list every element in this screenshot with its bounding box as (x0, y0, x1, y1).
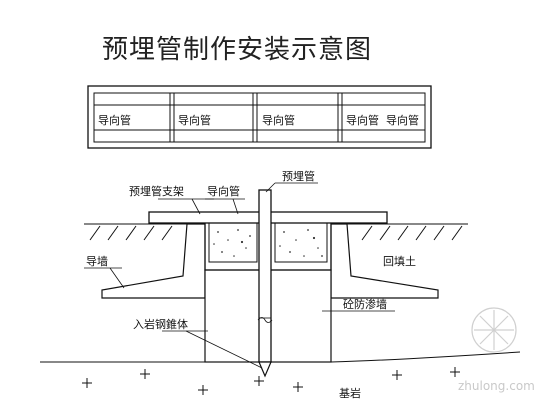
embedded-pipe (258, 189, 272, 363)
bedrock-line-right (330, 351, 521, 363)
concrete-fill-right (274, 221, 328, 263)
ground-hatching (89, 225, 463, 241)
label-pipe-support: 预埋管支架 (129, 184, 184, 198)
plan-inner-frame (93, 92, 426, 143)
diagram-title: 预埋管制作安装示意图 (102, 35, 372, 65)
label-guide-wall: 导墙 (86, 254, 108, 268)
watermark (471, 307, 517, 353)
label-rock-anchor: 入岩钢錐体 (133, 317, 188, 331)
plan-outer-frame (87, 85, 432, 149)
section-labels: 预埋管支架 导向管 预埋管 导墙 回填土 砼防渗墙 入岩钢錐体 基岩 (86, 169, 416, 400)
plan-guide-pipe-label: 导向管 (178, 113, 211, 127)
plan-guide-pipe-label: 导向管 (98, 113, 131, 127)
label-embedded-pipe: 预埋管 (282, 169, 315, 183)
plan-view (87, 85, 432, 149)
plan-guide-pipe-label: 导向管 (346, 113, 379, 127)
plan-guide-pipe-label: 导向管 (262, 113, 295, 127)
embedded-pipe-break-mark (257, 317, 273, 323)
plan-labels: 导向管 导向管 导向管 导向管 导向管 (98, 113, 419, 127)
label-backfill: 回填土 (383, 254, 416, 268)
rock-anchor-tip (258, 361, 272, 378)
watermark-text: zhulong.com (458, 379, 535, 393)
label-cutoff-wall: 砼防渗墙 (343, 297, 387, 311)
guide-wall-left (101, 223, 206, 299)
concrete-stipple (213, 229, 323, 257)
concrete-fill-left (208, 221, 258, 263)
label-guide-pipe: 导向管 (207, 184, 240, 198)
label-bedrock: 基岩 (339, 386, 361, 400)
leader-lines (84, 182, 395, 369)
plan-guide-pipe-label: 导向管 (386, 113, 419, 127)
bedrock-crosses (82, 367, 460, 395)
